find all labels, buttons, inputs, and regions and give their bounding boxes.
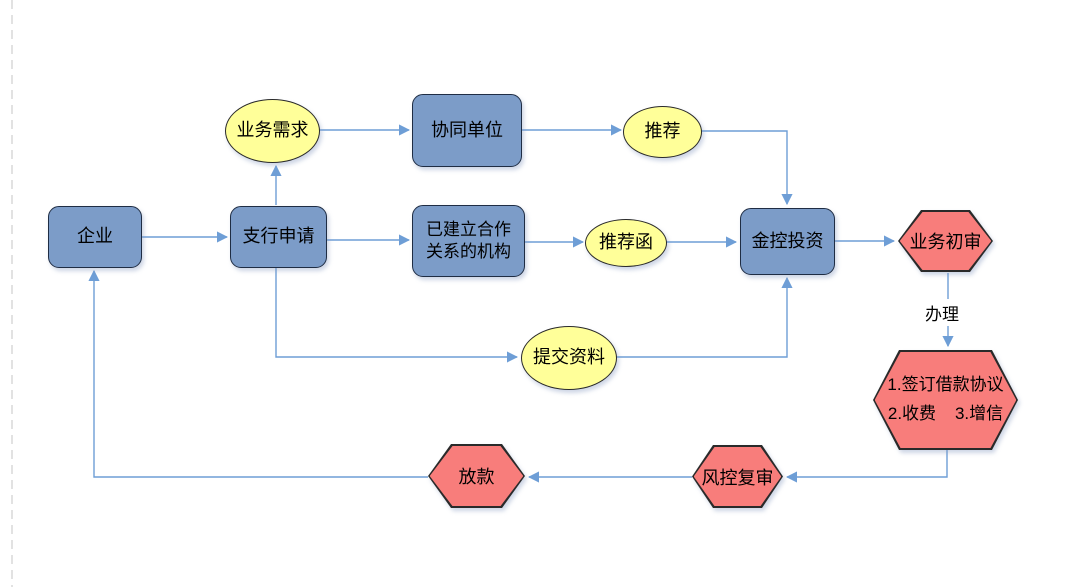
node-business-preliminary-review: 业务初审	[898, 210, 993, 272]
node-label: 风控复审	[701, 467, 774, 488]
edge-label-handle: 办理	[922, 299, 962, 326]
node-label: 1.签订借款协议 2.收费 3.增信	[873, 350, 1018, 450]
node-label: 企业	[77, 226, 113, 247]
node-recommendation-letter: 推荐函	[585, 219, 667, 267]
node-label: 推荐函	[599, 232, 653, 253]
node-label: 金控投资	[751, 230, 824, 251]
node-collaborating-unit: 协同单位	[412, 94, 522, 167]
node-label: 支行申请	[242, 226, 315, 247]
node-loan-disbursement: 放款	[428, 444, 525, 508]
node-jinkong-investment: 金控投资	[740, 208, 835, 275]
node-submit-materials: 提交资料	[521, 326, 617, 390]
node-sign-loan-agreement: 1.签订借款协议 2.收费 3.增信	[873, 350, 1018, 450]
node-label: 放款	[458, 467, 495, 487]
node-risk-control-review: 风控复审	[692, 445, 783, 508]
agreement-steps-2-3: 2.收费 3.增信	[887, 404, 1004, 423]
node-branch-application: 支行申请	[230, 206, 327, 268]
node-recommendation: 推荐	[623, 106, 702, 158]
node-label: 业务需求	[236, 120, 309, 141]
node-label: 协同单位	[431, 119, 503, 140]
node-label: 已建立合作关系的机构	[426, 219, 511, 261]
node-business-demand: 业务需求	[225, 99, 320, 163]
node-label: 推荐	[644, 121, 681, 142]
node-enterprise: 企业	[48, 206, 142, 268]
node-label: 提交资料	[533, 347, 605, 368]
node-established-cooperation-institution: 已建立合作关系的机构	[412, 205, 525, 277]
agreement-step-1: 1.签订借款协议	[887, 375, 1004, 395]
node-label: 业务初审	[909, 232, 982, 252]
